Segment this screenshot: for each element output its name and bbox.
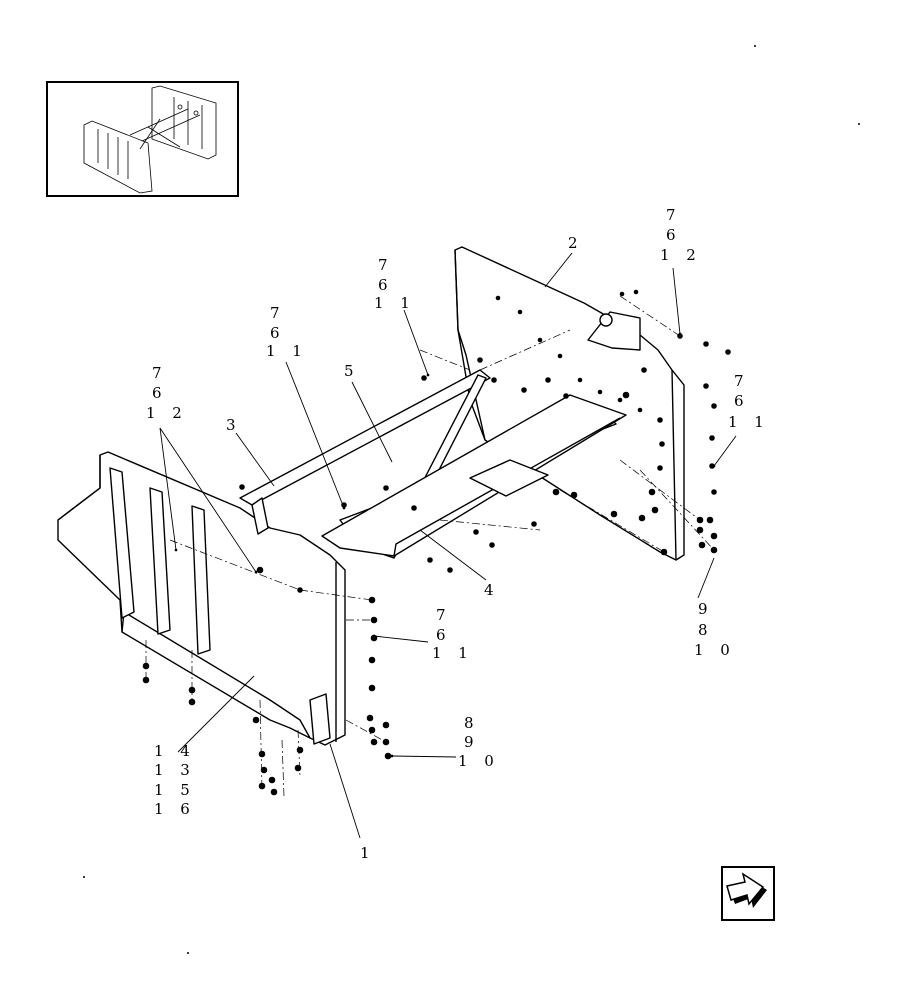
- callout-c14: 1: [360, 844, 376, 862]
- leader-lines: [159, 252, 737, 839]
- callout-c2: 2: [568, 234, 584, 252]
- frame-assembly-thumbnail-icon: [83, 85, 217, 194]
- next-page-button[interactable]: [721, 866, 775, 921]
- callout-c4: 7 6 1 1: [266, 304, 308, 360]
- callout-c12: 8 9 1 0: [458, 714, 500, 770]
- left-panel-channels: [109, 467, 211, 655]
- lower-cross-member: [321, 394, 627, 557]
- callout-c8: 7 6 1 1: [728, 372, 770, 431]
- callout-c7: 3: [226, 416, 242, 434]
- overview-thumbnail: [46, 81, 239, 197]
- callout-c10: 9 8 1 0: [694, 600, 736, 659]
- callout-labels: 7 6 1 2 2 7 6 1 1 7 6 1 1 5 7 6 1 2 3 7 …: [146, 206, 770, 862]
- callout-c3: 7 6 1 1: [374, 256, 416, 312]
- callout-c6: 7 6 1 2: [146, 364, 188, 422]
- centerlines: [145, 295, 715, 797]
- callout-c11: 7 6 1 1: [432, 606, 474, 662]
- cross-brace-upper: [239, 369, 491, 535]
- callout-c9: 4: [484, 581, 500, 599]
- callout-c5: 5: [344, 362, 360, 380]
- callout-c1: 7 6 1 2: [660, 206, 702, 264]
- callout-c13: 1 4 1 3 1 5 1 6: [154, 742, 207, 818]
- next-page-arrow-icon: [726, 872, 767, 908]
